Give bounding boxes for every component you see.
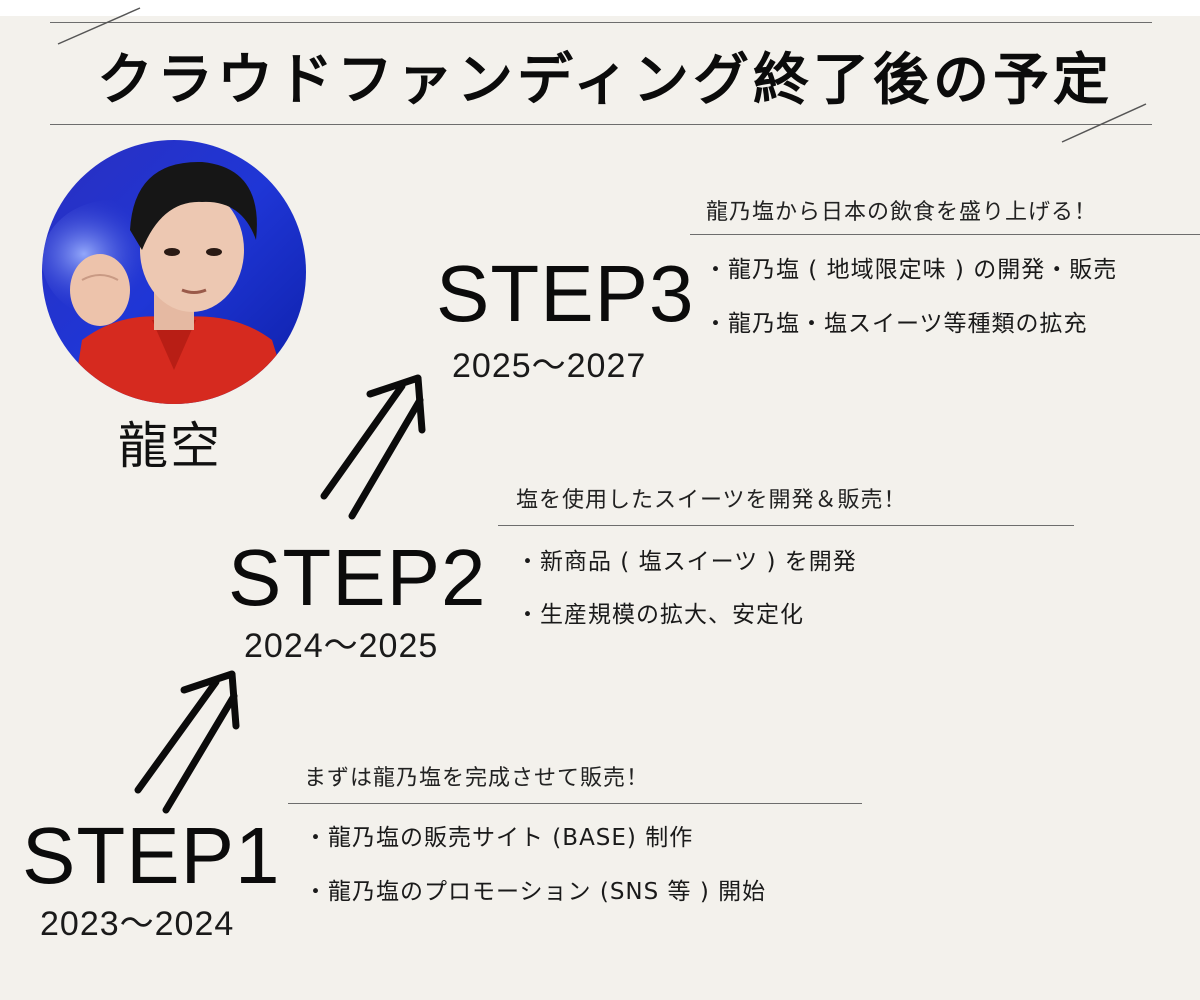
step3-years: 2025〜2027	[452, 347, 647, 385]
step1-item-2: ・龍乃塩のプロモーション (SNS 等 ) 開始	[304, 879, 767, 905]
title-rule-bottom	[50, 124, 1152, 125]
person-name: 龍空	[118, 417, 222, 475]
step2-rule	[498, 525, 1074, 526]
step2-item-2: ・生産規模の拡大、安定化	[516, 602, 804, 628]
double-arrow-icon	[134, 670, 240, 814]
step3-item-1: ・龍乃塩 ( 地域限定味 ) の開発・販売	[704, 257, 1118, 283]
step3-item-2: ・龍乃塩・塩スイーツ等種類の拡充	[704, 311, 1088, 337]
step2-item-1: ・新商品 ( 塩スイーツ ) を開発	[516, 549, 857, 575]
step1-label: STEP1	[22, 811, 281, 900]
step1-years: 2023〜2024	[40, 905, 235, 943]
avatar	[42, 140, 306, 404]
step3-rule	[690, 234, 1200, 235]
title-rule-top	[50, 22, 1152, 23]
step2-heading: 塩を使用したスイーツを開発＆販売！	[516, 488, 907, 513]
step3-label: STEP3	[436, 249, 695, 338]
step2-label: STEP2	[228, 533, 487, 622]
step2-years: 2024〜2025	[244, 627, 439, 665]
step1-item-1: ・龍乃塩の販売サイト (BASE) 制作	[304, 825, 694, 851]
title-slash-decor	[57, 7, 1147, 143]
top-band	[0, 0, 1200, 16]
step1-rule	[288, 803, 862, 804]
step3-heading: 龍乃塩から日本の飲食を盛り上げる！	[706, 200, 1098, 225]
page-title: クラウドファンディング終了後の予定	[96, 47, 1114, 113]
step1-heading: まずは龍乃塩を完成させて販売！	[304, 766, 650, 791]
double-arrow-icon	[320, 374, 426, 520]
